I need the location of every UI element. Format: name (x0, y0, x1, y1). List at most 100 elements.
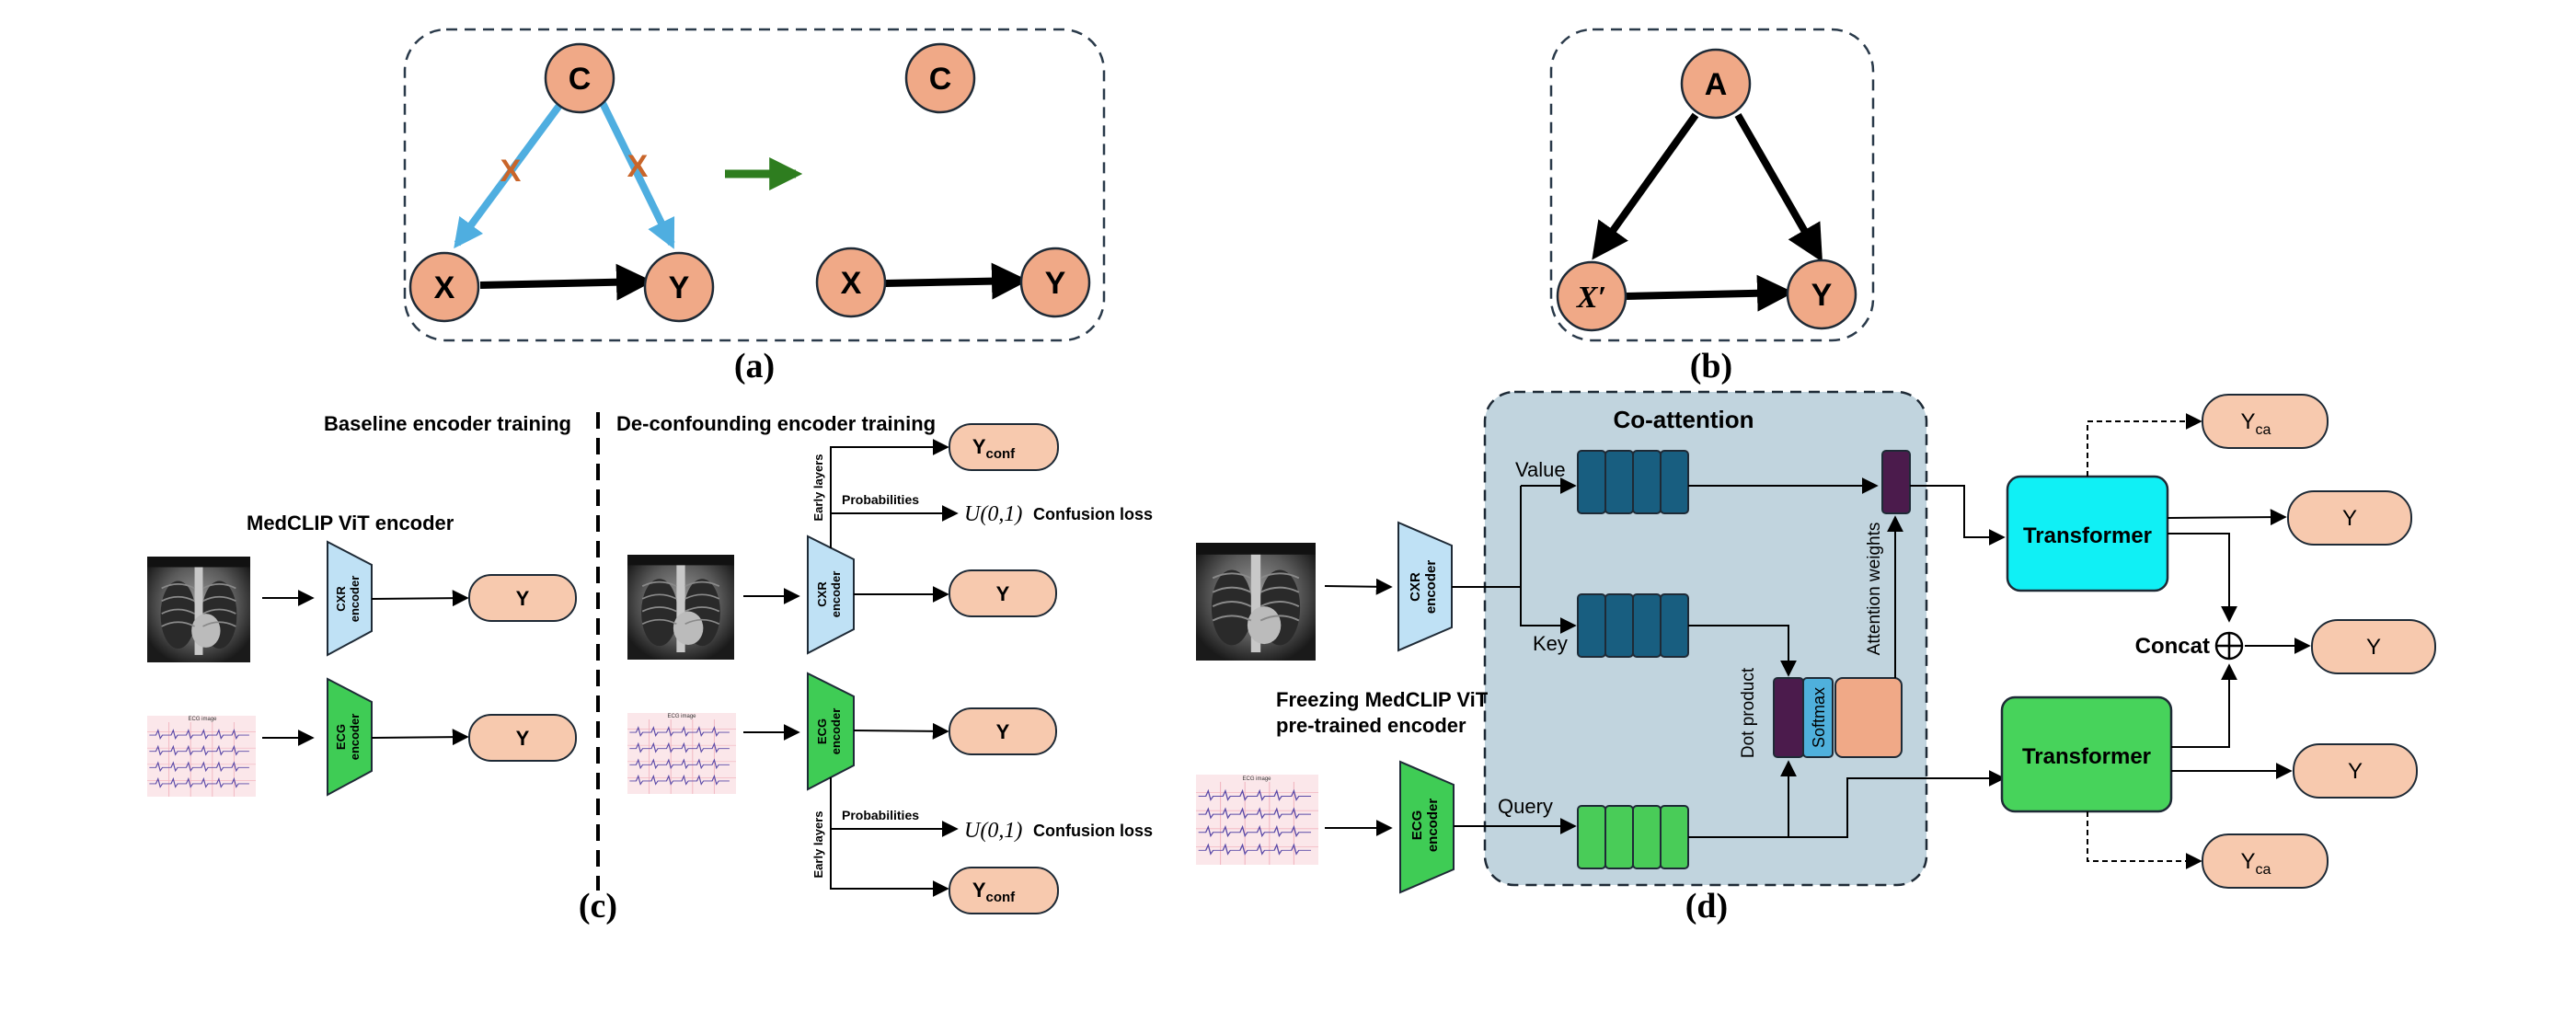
query-cell (1632, 805, 1662, 869)
baseline-ecg-arrow-out (371, 729, 469, 746)
panel-b-frame (1549, 28, 1875, 342)
deconf-ecg-encoder-label: ECGencoder (815, 708, 843, 755)
panel-b: A X′ Y (b) (1549, 28, 1875, 385)
weights-block (1834, 677, 1903, 758)
top-to-yca-arrow (2087, 413, 2202, 477)
concat-label: Concat (2135, 634, 2210, 659)
key-to-dot-arrow (1688, 625, 1797, 677)
softmax-block (1802, 677, 1834, 758)
node-y-before-label: Y (669, 270, 690, 305)
panel-b-label: (b) (1690, 347, 1732, 385)
deconf-ecg-arrow-out (853, 722, 949, 740)
deconf-cxr-yconf (949, 423, 1059, 471)
deconf-ecg-probabilities: Probabilities (842, 808, 919, 822)
node-x-prime (1556, 260, 1627, 332)
baseline-cxr-output (468, 574, 577, 622)
deconf-ecg-uniform: U(0,1) (964, 819, 1022, 843)
cxr-encoder (1397, 521, 1453, 652)
baseline-cxr-output-label: Y (516, 587, 530, 610)
panel-a-frame (403, 28, 1106, 342)
edge-a-to-y (1734, 113, 1823, 262)
concat-y-output (2311, 619, 2436, 674)
deconfounding-title: De-confounding encoder training (616, 412, 936, 435)
top-y-label: Y (2342, 506, 2357, 531)
deconf-cxr-confusion-loss: Confusion loss (1033, 505, 1153, 523)
node-y-after-label: Y (1045, 266, 1066, 301)
deconf-ecg-encoder (807, 672, 855, 791)
ecg-caption: ECG image (1242, 776, 1271, 782)
deconf-cxr-image (627, 554, 735, 661)
panel-c: Baseline encoder training De-confounding… (146, 412, 1153, 925)
transformer-top-label: Transformer (2023, 523, 2152, 548)
node-x-after (815, 247, 887, 318)
value-cell (1577, 450, 1606, 514)
transformer-bottom-label: Transformer (2022, 744, 2151, 769)
dot-product-block (1773, 677, 1804, 758)
deconf-ecg-output-label: Y (996, 720, 1010, 743)
panel-a: X X C X Y C X Y (a) (403, 28, 1106, 385)
deconf-cxr-yconf-label: Yconf (972, 435, 1016, 462)
deconf-ecg-early-layers: Early layers (811, 810, 825, 878)
baseline-ecg-caption: ECG image (188, 717, 217, 722)
baseline-ecg-encoder (327, 677, 373, 797)
top-to-concat-arrow (2168, 533, 2237, 623)
baseline-title: Baseline encoder training (324, 412, 571, 435)
node-a (1680, 48, 1752, 120)
baseline-ecg-image (146, 715, 257, 798)
baseline-ecg-output-label: Y (516, 727, 530, 750)
query-cell (1660, 805, 1689, 869)
deconf-cxr-uniform: U(0,1) (964, 502, 1022, 526)
deconf-ecg-caption: ECG image (667, 714, 696, 719)
key-cell (1660, 593, 1689, 658)
key-arrow (1520, 587, 1577, 634)
key-cell (1604, 593, 1634, 658)
panel-a-label: (a) (734, 347, 775, 385)
baseline-ecg-encoder-label: ECGencoder (334, 714, 362, 761)
node-c-before-label: C (569, 62, 592, 97)
top-to-y-arrow (2167, 509, 2287, 526)
node-y-after (1019, 247, 1091, 318)
deconf-ecg-confusion-loss: Confusion loss (1033, 822, 1153, 840)
deconf-cxr-early-branch (830, 439, 949, 548)
cxr-image (1195, 542, 1317, 661)
baseline-cxr-arrow-out (371, 590, 469, 607)
bottom-to-concat-arrow (2171, 663, 2237, 748)
deconf-cxr-output (949, 569, 1057, 617)
key-cell (1632, 593, 1662, 658)
deconf-ecg-yconf-label: Yconf (972, 879, 1016, 905)
edge-x-to-y-before (479, 263, 653, 301)
deconf-cxr-early-layers: Early layers (811, 454, 825, 521)
key-cell (1577, 593, 1606, 658)
node-x-before (408, 251, 480, 323)
bottom-yca-label: Yca (2241, 849, 2271, 878)
edge-x-to-y-b (1626, 274, 1794, 312)
panel-d: Co-attention CXRencoder Freezing MedCLIP… (1195, 390, 2436, 925)
deconf-cxr-probabilities: Probabilities (842, 492, 919, 507)
node-x-before-label: X (434, 270, 455, 305)
ecg-encoder-label: ECGencoder (1409, 799, 1441, 853)
bottom-to-yca-arrow (2087, 811, 2202, 869)
value-label: Value (1515, 458, 1566, 481)
baseline-cxr-encoder (327, 540, 373, 657)
deconf-cxr-encoder-label: CXRencoder (815, 571, 843, 618)
value-vector (1577, 450, 1689, 514)
node-x-prime-label: X′ (1576, 281, 1606, 315)
query-vector (1577, 805, 1689, 869)
edge-a-to-x (1592, 112, 1699, 260)
bottom-y-label: Y (2348, 759, 2363, 784)
baseline-ecg-output (468, 714, 577, 762)
coattention-box (1483, 390, 1928, 887)
top-y-output (2287, 490, 2412, 546)
node-c-after (904, 42, 976, 114)
deconf-ecg-output (949, 707, 1057, 755)
freezing-label-line1: Freezing MedCLIP ViT (1276, 688, 1489, 711)
attention-weights-label: Attention weights (1865, 523, 1884, 656)
node-y-b (1786, 259, 1857, 330)
deconf-cxr-output-label: Y (996, 582, 1010, 605)
top-yca-output (2202, 394, 2329, 449)
bottom-yca-output (2202, 833, 2329, 889)
panel-d-label: (d) (1685, 887, 1728, 925)
dot-product-label: Dot product (1739, 667, 1758, 758)
freezing-label-line2: pre-trained encoder (1276, 714, 1466, 737)
ecg-image (1195, 774, 1319, 866)
